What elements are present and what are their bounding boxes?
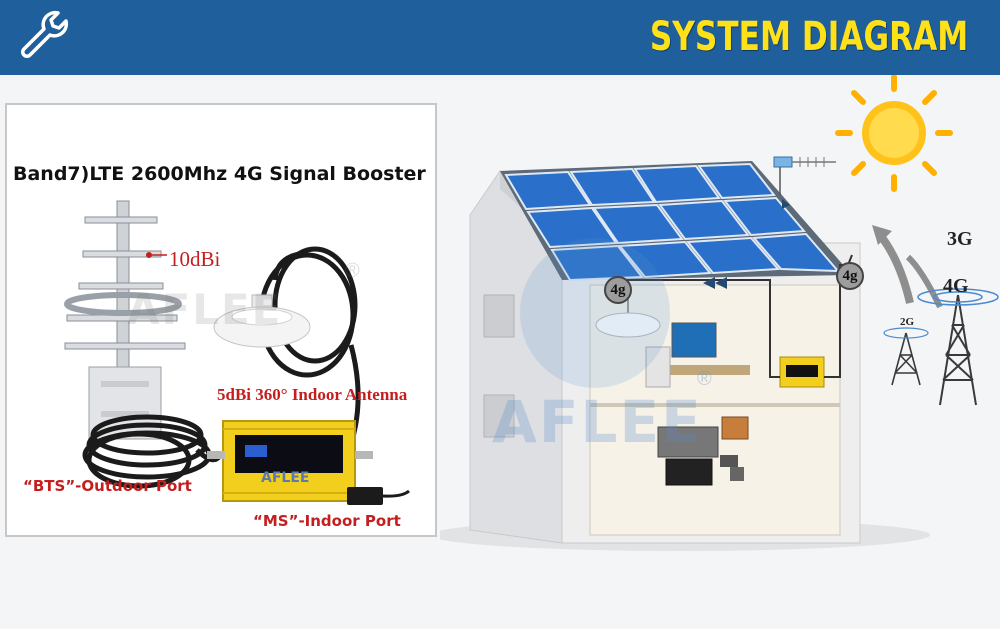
product-kit-illustration [64,200,410,505]
indoor-antenna-label: 5dBi 360° Indoor Antenna [217,385,408,404]
cell-tower-2g-icon [883,327,929,386]
booster-unit-icon [779,356,825,388]
solar-panel-icon [504,162,841,282]
signal-tag-indoor: 4g [604,276,632,304]
indoor-port-label: “MS”-Indoor Port [253,512,401,530]
house-watermark-text: AFLEE [492,388,703,456]
device-brand-label: AFLEE [261,470,310,486]
network-4g-label: 4G [943,275,969,297]
house-registered-mark: ® [697,368,712,390]
page-title: SYSTEM DIAGRAM [649,14,968,60]
header-banner: SYSTEM DIAGRAM [0,0,1000,75]
power-adapter-icon [347,487,410,505]
watermark-logo-icon [520,238,670,388]
network-2g-label: 2G [900,316,915,328]
product-panel: AFLEE ® Band7)LTE 2600Mhz 4G Signal Boos… [5,103,437,537]
product-title: Band7)LTE 2600Mhz 4G Signal Booster [13,163,426,185]
signal-arrow-3g [876,232,914,304]
rooftop-yagi-antenna-icon [773,156,836,209]
registered-mark: ® [345,260,360,282]
outdoor-port-label: “BTS”-Outdoor Port [23,477,192,495]
sun-icon [835,75,953,192]
booster-device-icon [207,420,373,502]
cell-tower-4g-icon [917,288,999,406]
cable-coil-icon [82,246,361,489]
wrench-icon [21,10,69,58]
network-3g-label: 3G [947,228,973,250]
signal-tag-outdoor: 4g [836,262,864,290]
house-diagram-illustration [440,75,999,551]
outdoor-antenna-gain-label: 10dBi [169,247,221,271]
ceiling-antenna-icon [213,294,311,348]
watermark-text: AFLEE [127,285,283,334]
